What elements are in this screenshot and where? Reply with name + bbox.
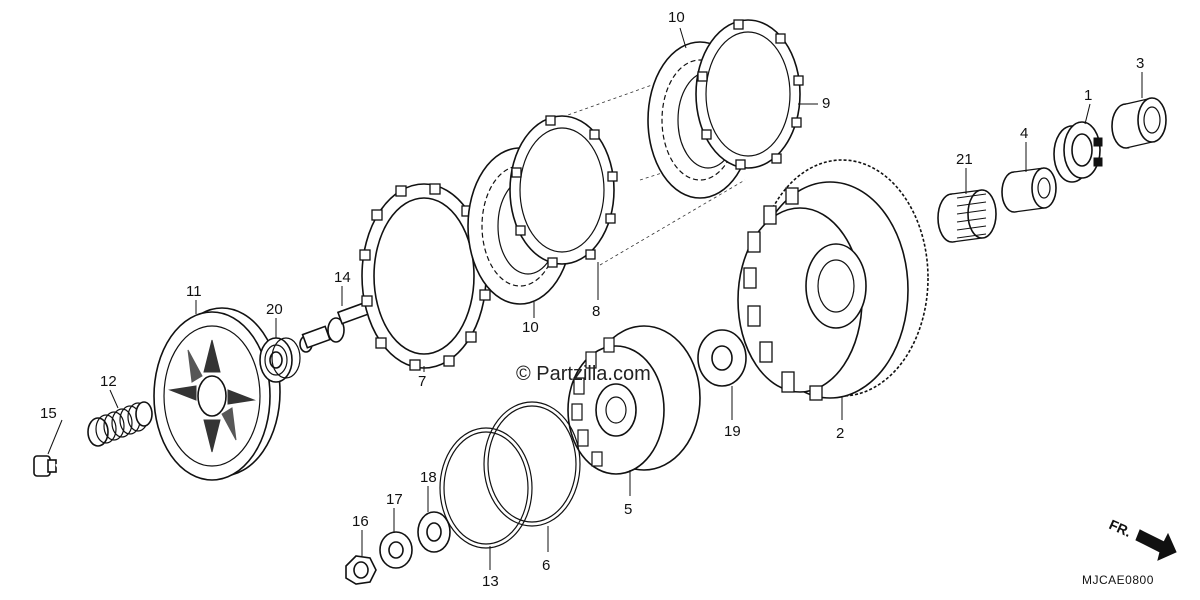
callout-5: 5 [624,501,632,518]
callout-3: 3 [1136,55,1144,72]
part-18-washer[interactable] [417,511,451,553]
part-13-ring[interactable] [439,427,533,549]
callout-11: 11 [186,283,202,300]
callout-12: 12 [100,373,117,390]
front-direction-indicator: FR. [1107,516,1177,561]
part-21-needle-bearing[interactable] [937,189,997,243]
part-7-friction-disk[interactable] [359,183,491,371]
callout-9: 9 [822,95,830,112]
callout-13: 13 [482,573,499,590]
part-15-bolt[interactable] [33,446,93,477]
callout-14: 14 [334,269,351,286]
callout-17: 17 [386,491,403,508]
assembly-line [599,179,746,266]
callout-7: 7 [418,373,426,390]
part-8-friction-disk[interactable] [509,115,618,268]
part-9-friction-disk[interactable] [695,19,804,170]
front-arrow-icon [1135,529,1177,561]
callout-15: 15 [40,405,57,422]
callout-20: 20 [266,301,283,318]
part-19-thrust-washer[interactable] [697,329,747,387]
callout-2: 2 [836,425,844,442]
part-4-collar[interactable] [1001,167,1057,213]
part-2-clutch-outer[interactable] [737,159,929,401]
callout-10-upper: 10 [668,9,685,26]
part-11-pressure-plate[interactable] [153,307,281,481]
part-3-bushing[interactable] [1111,97,1167,149]
callout-4: 4 [1020,125,1028,142]
part-17-washer[interactable] [379,531,413,569]
part-1-outer-guide[interactable] [1053,121,1103,183]
part-16-nut[interactable] [345,555,377,585]
callout-16: 16 [352,513,369,530]
callout-10-lower: 10 [522,319,539,336]
callout-6: 6 [542,557,550,574]
part-12-spring[interactable] [87,401,153,447]
part-5-clutch-center[interactable] [567,325,701,475]
leader-lines [47,27,1143,570]
callout-21: 21 [956,151,973,168]
callout-8: 8 [592,303,600,320]
diagram-code: MJCAE0800 [1082,573,1154,587]
part-20-bearing[interactable] [259,337,301,383]
callout-1: 1 [1084,87,1092,104]
callout-19: 19 [724,423,741,440]
part-6-ring[interactable] [483,401,581,527]
direction-label: FR. [1107,516,1134,540]
callout-18: 18 [420,469,437,486]
watermark: © Partzilla.com [516,363,651,385]
